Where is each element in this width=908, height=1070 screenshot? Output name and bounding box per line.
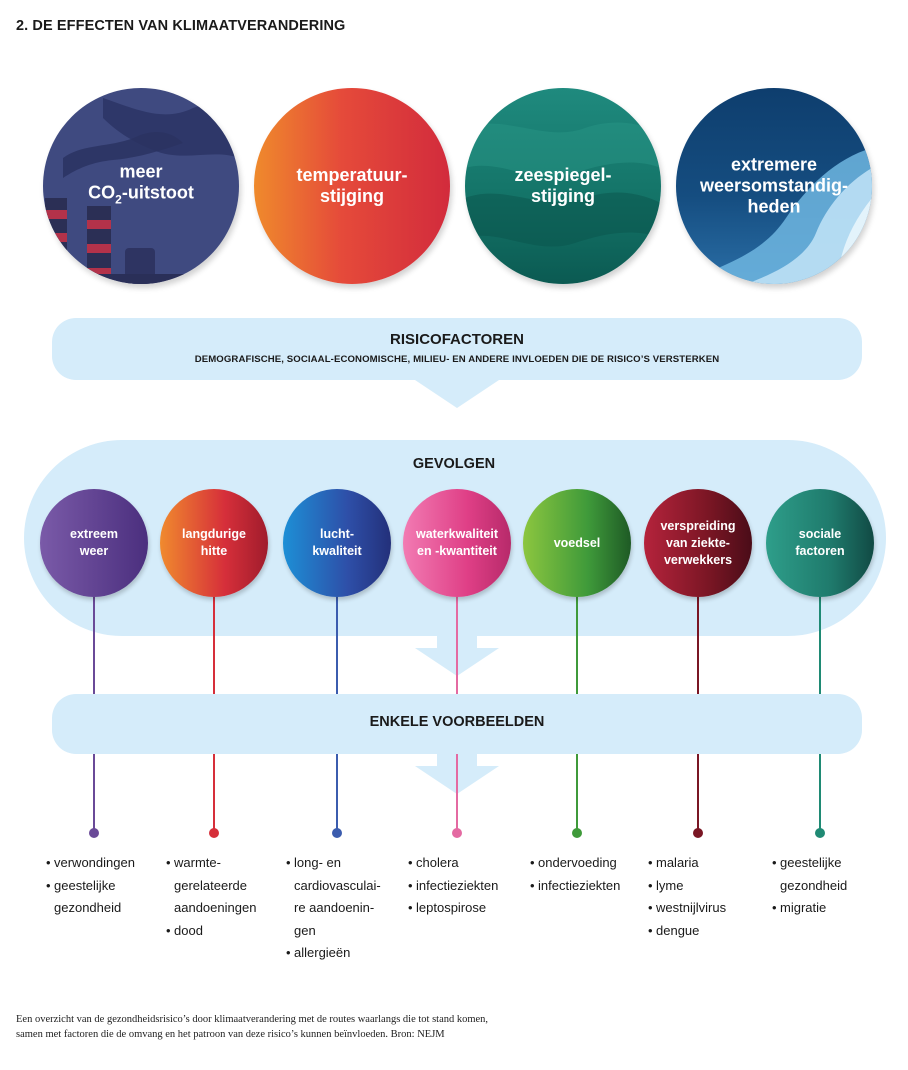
example-list: warmte-gerelateerde aandoeningen dood bbox=[166, 852, 256, 942]
connector-dot bbox=[332, 828, 342, 838]
effect-label-temperature: temperatuur- stijging bbox=[296, 165, 408, 206]
example-item: geestelijke bbox=[46, 875, 135, 898]
consequence-circle: extreem weer bbox=[40, 489, 148, 597]
consequence-label: voedsel bbox=[553, 535, 601, 550]
consequences-title: GEVOLGEN bbox=[412, 456, 496, 472]
consequence-label: extreem weer bbox=[70, 527, 118, 558]
connector-dot bbox=[209, 828, 219, 838]
example-item: infectieziekten bbox=[408, 875, 498, 898]
example-item: infectieziekten bbox=[530, 875, 620, 898]
caption: Een overzicht van de gezondheidsrisico’s… bbox=[16, 1012, 616, 1042]
caption-line: Een overzicht van de gezondheidsrisico’s… bbox=[16, 1014, 489, 1025]
arrow-stem bbox=[437, 380, 477, 392]
example-item-continuation: gen bbox=[294, 922, 316, 938]
example-item: westnijlvirus bbox=[648, 897, 726, 920]
example-item: warmte- bbox=[166, 852, 256, 875]
consequence-circle: verspreiding van ziekte- verwekkers bbox=[644, 489, 752, 597]
effect-circle-extreme-weather: extremere weersomstandig- heden bbox=[676, 88, 872, 284]
example-item-continuation: re aandoenin- bbox=[294, 900, 375, 915]
consequence-label: sociale factoren bbox=[795, 527, 845, 558]
example-item: migratie bbox=[772, 897, 847, 920]
connector-dot bbox=[89, 828, 99, 838]
example-item: cholera bbox=[408, 852, 498, 875]
caption-line: samen met factoren die de omvang en het … bbox=[16, 1029, 445, 1040]
wave-illustration bbox=[676, 148, 872, 284]
factory-chimney-illustration bbox=[43, 98, 239, 284]
example-list: verwondingengeestelijke gezondheid bbox=[46, 852, 135, 920]
connector-dot bbox=[452, 828, 462, 838]
consequence-label: verspreiding van ziekte- verwekkers bbox=[660, 518, 736, 567]
example-item: leptospirose bbox=[408, 897, 498, 920]
consequence-label: waterkwaliteit en -kwantiteit bbox=[416, 527, 498, 558]
example-list: long- en cardiovasculai-re aandoenin-gen a… bbox=[286, 852, 381, 965]
effect-circle-temperature: temperatuur- stijging bbox=[254, 88, 450, 284]
consequence-circle: lucht- kwaliteit bbox=[283, 489, 391, 597]
connector-dot bbox=[572, 828, 582, 838]
connector-dot bbox=[693, 828, 703, 838]
example-item-continuation: gezondheid bbox=[54, 900, 122, 915]
consequence-circle: langdurige hitte bbox=[160, 489, 268, 597]
effect-label-extreme-weather: extremere weersomstandig- heden bbox=[699, 154, 849, 217]
example-item-continuation: gezondheid bbox=[780, 877, 848, 893]
example-item: lyme bbox=[648, 875, 726, 898]
consequence-circle: sociale factoren bbox=[766, 489, 874, 597]
examples-title: ENKELE VOORBEELDEN bbox=[369, 714, 545, 730]
risk-factors-band: RISICOFACTOREN DEMOGRAFISCHE, SOCIAAL-EC… bbox=[52, 318, 862, 380]
example-item: geestelijke bbox=[772, 852, 847, 875]
example-item: dood bbox=[166, 920, 256, 943]
example-item: dengue bbox=[648, 920, 726, 943]
waves-illustration bbox=[465, 122, 661, 247]
example-list: geestelijke gezondheid migratie bbox=[772, 852, 847, 920]
risk-factors-subtitle: DEMOGRAFISCHE, SOCIAAL-ECONOMISCHE, MILI… bbox=[194, 354, 720, 365]
connector-dot bbox=[815, 828, 825, 838]
effect-label-sea-level: zeespiegel- stijging bbox=[514, 165, 612, 206]
example-item: malaria bbox=[648, 852, 726, 875]
effect-circle-co2: meer CO2-uitstoot bbox=[43, 88, 239, 284]
example-item: long- en bbox=[286, 852, 381, 875]
effect-label-co2: meer CO2-uitstoot bbox=[88, 161, 194, 207]
example-item: verwondingen bbox=[46, 852, 135, 875]
examples-band: ENKELE VOORBEELDEN bbox=[52, 694, 862, 754]
example-list: malarialymewestnijlvirusdengue bbox=[648, 852, 726, 942]
consequence-label: langdurige hitte bbox=[182, 527, 246, 558]
example-list: ondervoedinginfectieziekten bbox=[530, 852, 620, 897]
example-list: cholerainfectieziektenleptospirose bbox=[408, 852, 498, 920]
risk-factors-title: RISICOFACTOREN bbox=[390, 331, 524, 348]
consequence-circle: voedsel bbox=[523, 489, 631, 597]
example-item-continuation: aandoeningen bbox=[174, 900, 257, 915]
example-item: allergieën bbox=[286, 942, 381, 965]
example-item: ondervoeding bbox=[530, 852, 620, 875]
page-title: 2. DE EFFECTEN VAN KLIMAATVERANDERING bbox=[16, 18, 346, 34]
consequence-circle: waterkwaliteit en -kwantiteit bbox=[403, 489, 511, 597]
effect-circle-sea-level: zeespiegel- stijging bbox=[465, 88, 661, 284]
example-item-continuation: gerelateerde bbox=[174, 877, 247, 893]
example-item-continuation: cardiovasculai- bbox=[294, 877, 381, 893]
consequence-label: lucht- kwaliteit bbox=[312, 527, 362, 558]
